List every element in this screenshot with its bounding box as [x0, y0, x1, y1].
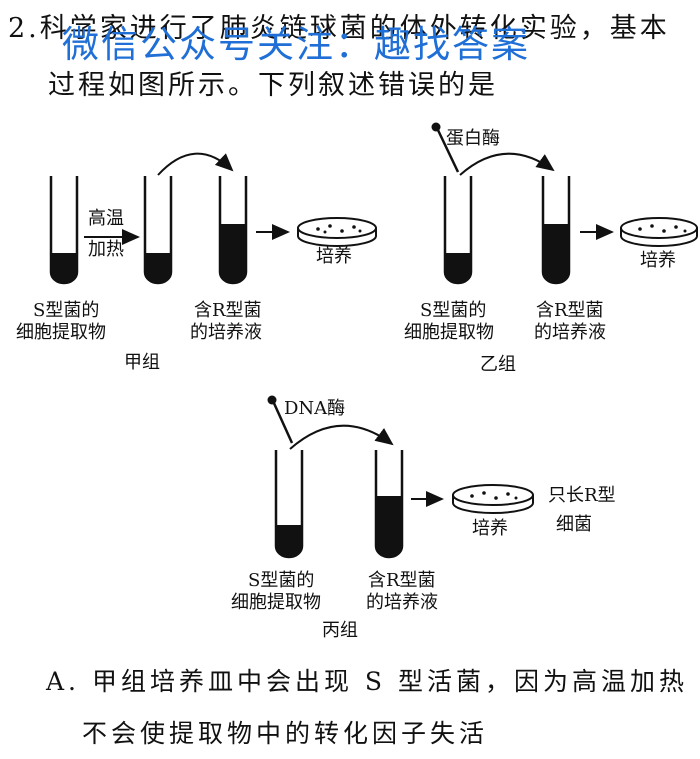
transfer-arrow-bing: [289, 424, 394, 450]
heat-label-line2: 加热: [88, 239, 124, 260]
protease-label: 蛋白酶: [446, 128, 500, 149]
r-medium-label-bing-1: 含R型菌: [368, 570, 436, 591]
tube-r-medium-yi: [541, 176, 571, 285]
r-medium-label-bing-2: 的培养液: [366, 592, 438, 613]
only-r-label-2: 细菌: [556, 514, 592, 535]
dnase-dropper: [271, 400, 294, 444]
s-extract-label-jia-2: 细胞提取物: [16, 322, 106, 343]
tube-s-extract-yi: [443, 176, 473, 285]
group-label-yi: 乙组: [480, 354, 516, 375]
r-medium-label-jia-2: 的培养液: [190, 322, 262, 343]
culture-label-jia: 培养: [316, 246, 352, 267]
culture-label-bing: 培养: [472, 518, 508, 539]
s-extract-label-yi-1: S型菌的: [420, 300, 487, 321]
petri-dish-yi: [620, 217, 698, 247]
group-label-jia: 甲组: [124, 352, 160, 373]
option-a-line2: 不会使提取物中的转化因子失活: [82, 719, 489, 748]
dnase-label: DNA酶: [284, 398, 346, 419]
tube-s-extract-jia: [49, 176, 79, 285]
s-extract-label-jia-1: S型菌的: [33, 300, 100, 321]
tube-r-medium-jia: [218, 176, 248, 285]
watermark: 微信公众号关注：趣找答案: [62, 23, 530, 66]
question-stem-line1: 2.科学家进行了肺炎链球菌的体外转化实验，基本: [8, 6, 670, 45]
heat-label-line1: 高温: [88, 208, 124, 229]
r-medium-label-yi-1: 含R型菌: [536, 300, 604, 321]
protease-dropper: [435, 127, 460, 173]
s-extract-label-bing-1: S型菌的: [248, 570, 315, 591]
culture-label-yi: 培养: [640, 250, 676, 271]
tube-heated-jia: [143, 176, 173, 285]
question-stem-text: 科学家进行了肺炎链球菌的体外转化实验，基本: [39, 13, 670, 44]
group-yi-diagram: [431, 122, 698, 285]
transfer-arrow-yi: [459, 152, 555, 176]
only-r-label-1: 只长R型: [548, 485, 616, 506]
r-medium-label-jia-1: 含R型菌: [194, 300, 262, 321]
s-extract-label-yi-2: 细胞提取物: [404, 322, 494, 343]
question-stem-line2: 过程如图所示。下列叙述错误的是: [48, 70, 498, 101]
petri-dish-jia: [297, 217, 377, 247]
tube-s-extract-bing: [274, 450, 304, 559]
petri-dish-bing: [452, 484, 534, 514]
option-a-line1: A. 甲组培养皿中会出现 S 型活菌，因为高温加热: [46, 667, 688, 696]
dnase-dropper-bulb: [267, 395, 277, 405]
tube-r-medium-bing: [374, 450, 404, 559]
s-extract-label-bing-2: 细胞提取物: [231, 592, 321, 613]
group-jia-diagram: [49, 152, 377, 285]
group-bing-diagram: [267, 395, 534, 559]
protease-dropper-bulb: [431, 122, 441, 132]
transfer-arrow-jia: [157, 152, 234, 176]
question-number: 2.: [8, 13, 40, 44]
r-medium-label-yi-2: 的培养液: [534, 322, 606, 343]
group-label-bing: 丙组: [322, 620, 358, 641]
